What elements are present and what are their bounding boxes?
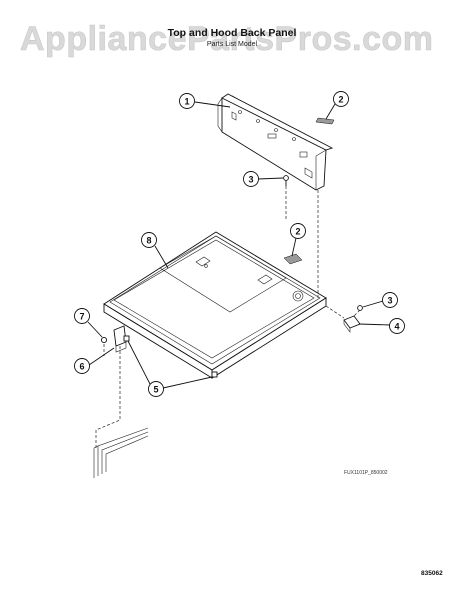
svg-text:4: 4 bbox=[394, 322, 399, 332]
svg-text:2: 2 bbox=[338, 95, 343, 105]
hinge-bracket bbox=[343, 315, 361, 333]
cabinet-corner bbox=[93, 427, 149, 478]
diagram-title: Top and Hood Back Panel bbox=[168, 27, 297, 39]
callout-6: 6 bbox=[74, 347, 115, 374]
assembly-lines bbox=[95, 186, 361, 448]
svg-text:8: 8 bbox=[146, 236, 151, 246]
watermark-text: AppliancePartsPros.com bbox=[20, 20, 433, 58]
svg-text:7: 7 bbox=[79, 312, 84, 322]
svg-text:1: 1 bbox=[184, 97, 189, 107]
hinge-pins bbox=[123, 335, 218, 378]
callout-5: 5 bbox=[127, 340, 213, 397]
diagram-subtitle: Parts List Model bbox=[207, 41, 258, 48]
callout-8: 8 bbox=[141, 232, 169, 269]
callout-2-lower: 2 bbox=[290, 223, 306, 257]
diagram-code: FUX1101P_850002 bbox=[344, 470, 388, 476]
top-label bbox=[283, 253, 303, 265]
hood-back-panel bbox=[217, 93, 334, 191]
svg-text:3: 3 bbox=[248, 175, 253, 185]
callout-2-upper: 2 bbox=[325, 91, 349, 120]
page-code: 835062 bbox=[421, 570, 443, 577]
svg-text:5: 5 bbox=[153, 385, 158, 395]
callout-4: 4 bbox=[358, 318, 405, 334]
washer-top bbox=[103, 231, 327, 379]
callout-7: 7 bbox=[74, 308, 103, 338]
clip-screw bbox=[100, 336, 108, 344]
panel-label-strip bbox=[315, 117, 335, 125]
bracket-screw bbox=[357, 305, 363, 311]
svg-text:2: 2 bbox=[295, 227, 300, 237]
top-clip bbox=[113, 325, 127, 353]
callout-3-upper: 3 bbox=[243, 171, 284, 187]
svg-text:6: 6 bbox=[79, 362, 84, 372]
callout-1: 1 bbox=[179, 93, 231, 109]
panel-screw bbox=[283, 175, 289, 186]
callout-3-lower: 3 bbox=[362, 292, 398, 308]
svg-text:3: 3 bbox=[387, 296, 392, 306]
